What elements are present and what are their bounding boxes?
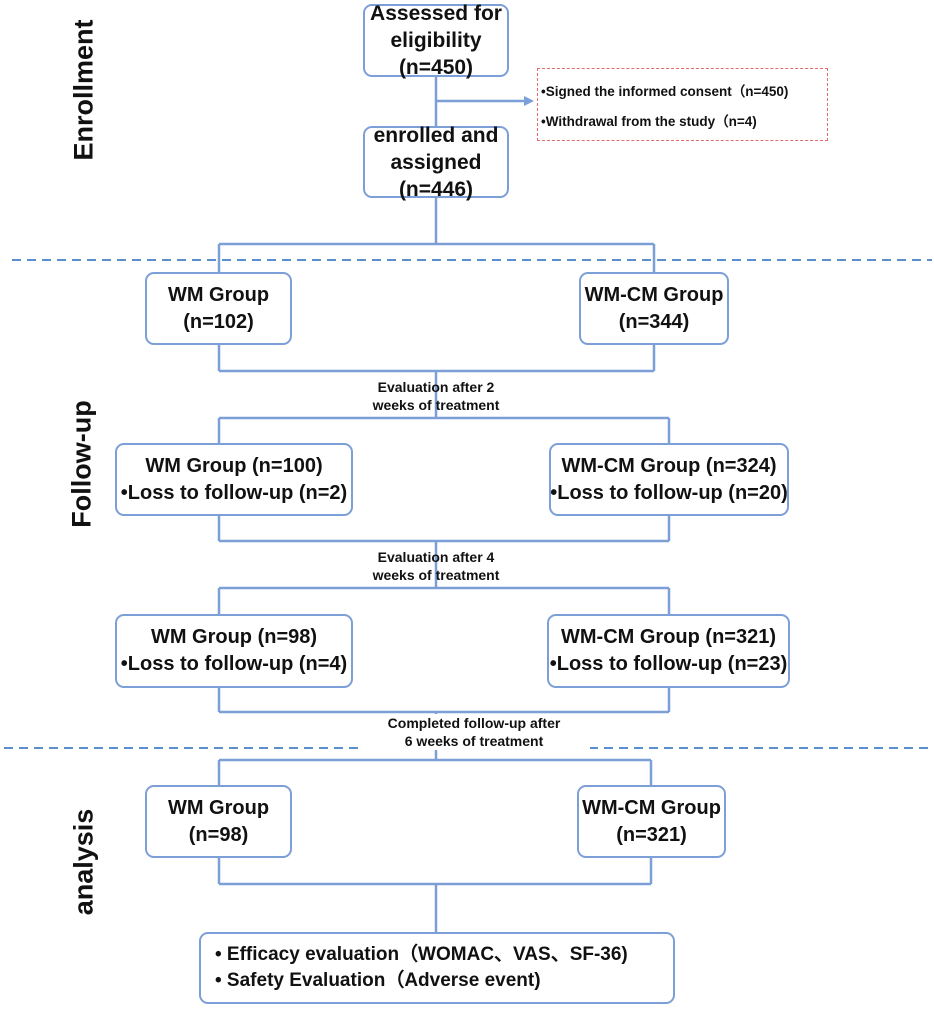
enrolled-line-2: assigned xyxy=(390,150,482,174)
followup2-wmcm-loss: •Loss to follow-up (n=20) xyxy=(550,481,788,504)
allocation-wm-box: WM Group (n=102) xyxy=(145,272,292,345)
followup2-wmcm-box: WM-CM Group (n=324) •Loss to follow-up (… xyxy=(549,443,789,516)
exclusion-consent: •Signed the informed consent（n=450) xyxy=(541,84,789,99)
allocation-wm-count: (n=102) xyxy=(183,310,254,333)
followup2-wm-loss: •Loss to follow-up (n=2) xyxy=(120,481,348,504)
enrolled-line-3: (n=446) xyxy=(398,177,474,201)
followup4-wmcm-name: WM-CM Group (n=321) xyxy=(561,626,776,648)
exclusion-withdrawal: •Withdrawal from the study（n=4) xyxy=(541,114,757,129)
outcomes-box: • Efficacy evaluation（WOMAC、VAS、SF-36) •… xyxy=(199,932,675,1004)
note-4w-line-2: weeks of treatment xyxy=(372,567,500,583)
note-completed-follow-up: Completed follow-up after 6 weeks of tre… xyxy=(358,714,590,750)
analysis-wm-name: WM Group xyxy=(167,796,270,819)
analysis-wmcm-box: WM-CM Group (n=321) xyxy=(577,785,726,858)
followup2-wmcm-name: WM-CM Group (n=324) xyxy=(561,454,777,477)
note-2w-line-1: Evaluation after 2 xyxy=(377,379,495,395)
analysis-wmcm-count: (n=321) xyxy=(616,823,687,846)
analysis-wm-box: WM Group (n=98) xyxy=(145,785,292,858)
analysis-wmcm-name: WM-CM Group xyxy=(582,796,721,819)
followup4-wm-loss: •Loss to follow-up (n=4) xyxy=(120,653,348,675)
assessed-line-1: Assessed for xyxy=(370,2,502,25)
phase-label-follow-up: Follow-up xyxy=(66,400,97,528)
allocation-wmcm-count: (n=344) xyxy=(618,310,690,333)
outcome-safety: • Safety Evaluation（Adverse event) xyxy=(215,970,541,991)
note-completed-line-2: 6 weeks of treatment xyxy=(404,733,544,749)
analysis-wm-count: (n=98) xyxy=(188,823,249,846)
outcome-efficacy: • Efficacy evaluation（WOMAC、VAS、SF-36) xyxy=(215,944,628,965)
note-completed-line-1: Completed follow-up after xyxy=(387,715,561,731)
assessed-eligibility-box: Assessed for eligibility (n=450) xyxy=(363,2,509,79)
note-4w-line-1: Evaluation after 4 xyxy=(377,549,495,565)
note-evaluation-4-weeks: Evaluation after 4 weeks of treatment xyxy=(326,548,546,584)
phase-label-enrollment: Enrollment xyxy=(68,19,99,161)
note-2w-line-2: weeks of treatment xyxy=(372,397,500,413)
enrolled-line-1: enrolled and xyxy=(373,123,499,147)
followup4-wm-box: WM Group (n=98) •Loss to follow-up (n=4) xyxy=(115,614,353,688)
phase-label-analysis: analysis xyxy=(68,808,99,916)
followup4-wmcm-loss: •Loss to follow-up (n=23) xyxy=(549,653,788,675)
note-evaluation-2-weeks: Evaluation after 2 weeks of treatment xyxy=(326,378,546,414)
followup4-wmcm-box: WM-CM Group (n=321) •Loss to follow-up (… xyxy=(547,614,790,688)
exclusion-box: •Signed the informed consent（n=450) •Wit… xyxy=(537,68,828,141)
followup4-wm-name: WM Group (n=98) xyxy=(150,626,318,648)
assessed-line-2: eligibility xyxy=(390,29,482,52)
assessed-line-3: (n=450) xyxy=(398,56,474,79)
allocation-wmcm-box: WM-CM Group (n=344) xyxy=(579,272,729,345)
allocation-wm-name: WM Group xyxy=(167,283,270,306)
allocation-wmcm-name: WM-CM Group xyxy=(584,283,724,306)
enrolled-assigned-box: enrolled and assigned (n=446) xyxy=(363,124,509,201)
followup2-wm-box: WM Group (n=100) •Loss to follow-up (n=2… xyxy=(115,443,353,516)
followup2-wm-name: WM Group (n=100) xyxy=(145,454,323,477)
